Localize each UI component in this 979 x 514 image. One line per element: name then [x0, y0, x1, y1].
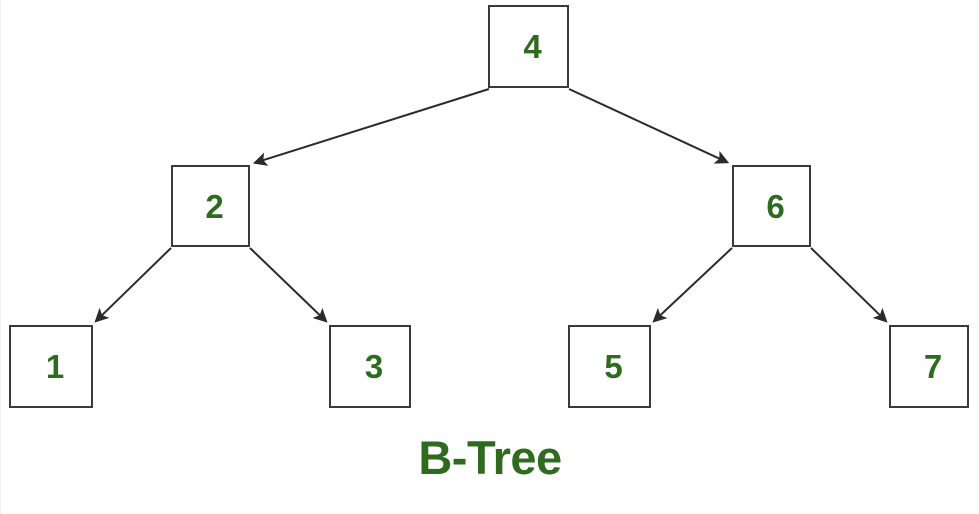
- tree-edge-n2-to-n1: [94, 247, 172, 323]
- tree-node-label: 6: [766, 187, 785, 225]
- tree-node-5[interactable]: 5: [568, 325, 651, 408]
- tree-node-7[interactable]: 7: [889, 325, 969, 408]
- tree-edge-n4-to-n2: [252, 88, 490, 166]
- tree-node-label: 2: [205, 187, 224, 225]
- tree-node-label: 4: [523, 28, 542, 65]
- tree-node-2[interactable]: 2: [171, 165, 250, 247]
- tree-node-6[interactable]: 6: [732, 165, 811, 247]
- tree-edge-n4-to-n6: [568, 88, 730, 164]
- tree-node-label: 5: [604, 348, 623, 385]
- tree-node-1[interactable]: 1: [9, 325, 93, 408]
- page-title: B-Tree: [418, 431, 562, 484]
- tree-node-4[interactable]: 4: [488, 5, 569, 88]
- tree-node-3[interactable]: 3: [329, 325, 411, 408]
- tree-node-label: 1: [45, 348, 65, 385]
- tree-edge-n2-to-n3: [249, 247, 328, 323]
- tree-node-label: 3: [364, 348, 384, 385]
- tree-node-label: 7: [923, 348, 943, 385]
- tree-edge-n6-to-n7: [810, 247, 888, 323]
- tree-edge-n6-to-n5: [652, 247, 733, 323]
